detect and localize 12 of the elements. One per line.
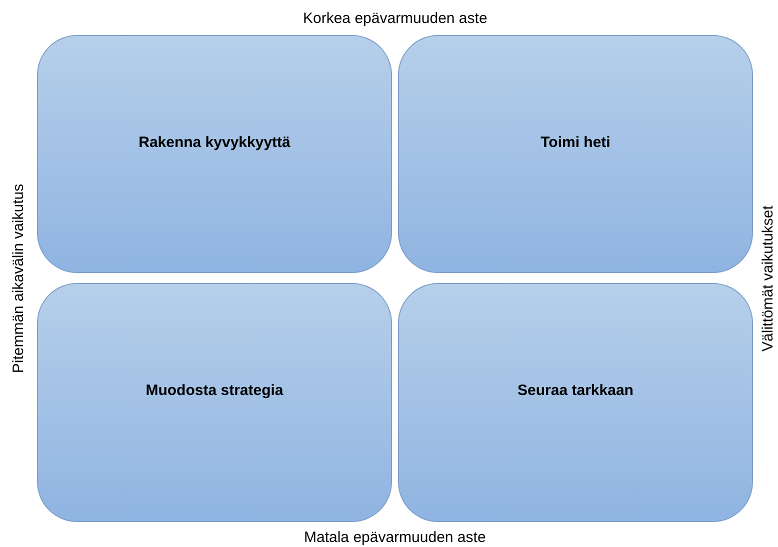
axis-label: Matala epävarmuuden aste bbox=[304, 528, 486, 546]
axis-label: Välittömät vaikutukset bbox=[759, 205, 776, 351]
quadrant-box bbox=[37, 35, 392, 273]
axis-label: Korkea epävarmuuden aste bbox=[303, 10, 488, 26]
quadrant-box bbox=[398, 283, 753, 522]
quadrant-title: Toimi heti bbox=[540, 134, 612, 151]
quadrant-box bbox=[398, 35, 753, 273]
quadrant-title: Muodosta strategia bbox=[144, 382, 284, 399]
axis-label: Pitemmän aikavälin vaikutus bbox=[10, 183, 27, 373]
quadrant-title: Rakenna kyvykkyyttä bbox=[138, 134, 292, 151]
quadrant-box bbox=[37, 283, 392, 522]
quadrant-title: Seuraa tarkkaan bbox=[516, 382, 634, 399]
